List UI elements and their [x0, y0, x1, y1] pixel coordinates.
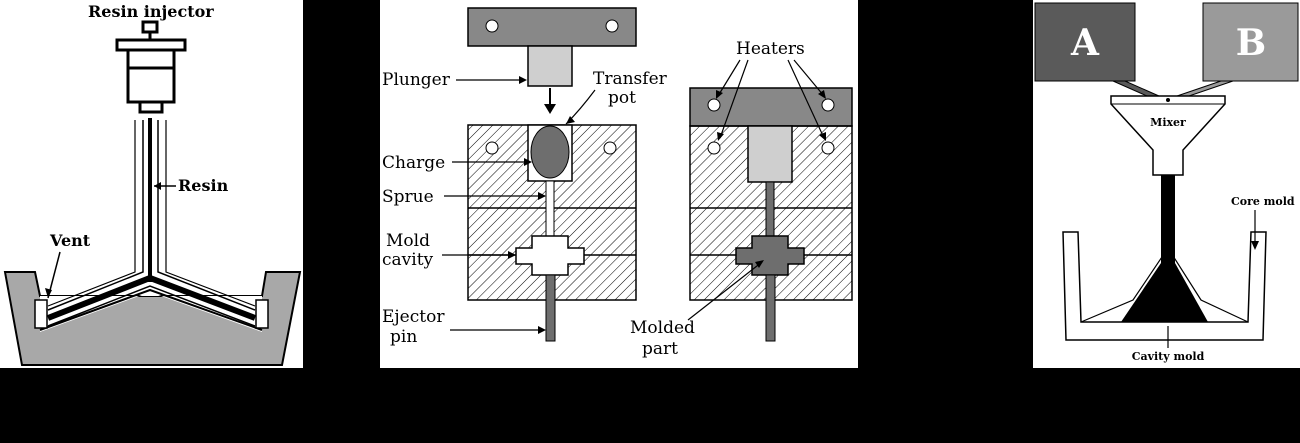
label-cavity-mold: Cavity mold: [1132, 350, 1205, 363]
component-b-block: [1202, 2, 1299, 82]
label-mold-2: cavity: [382, 250, 434, 270]
charge: [530, 125, 570, 179]
label-mixer: Mixer: [1150, 116, 1186, 129]
mixer-funnel: [1110, 95, 1226, 176]
label-heaters: Heaters: [736, 39, 805, 59]
label-plunger: Plunger: [382, 70, 451, 90]
mix-head-nozzle: [1161, 175, 1175, 263]
rtm-panel: Resin injector Resin Vent: [0, 0, 303, 368]
ejector-pin: [545, 274, 556, 342]
label-sprue: Sprue: [382, 187, 434, 207]
label-ejector-2: pin: [390, 327, 417, 347]
rim-diagram: A B Mixer Core mold Cavity mold: [1034, 2, 1299, 363]
transfer-molding-diagram: Plunger Transfer pot Charge Sprue Mold c…: [382, 7, 853, 359]
transfer-molding-panel: Plunger Transfer pot Charge Sprue Mold c…: [380, 0, 858, 368]
core-mold: [1062, 231, 1267, 341]
label-mold-1: Mold: [386, 231, 430, 251]
label-resin: Resin: [178, 176, 229, 195]
rtm-diagram: Resin injector Resin Vent: [3, 2, 302, 366]
rtm-right-post: [255, 299, 269, 329]
label-vent: Vent: [49, 231, 91, 250]
label-core-mold: Core mold: [1231, 195, 1295, 208]
rtm-syringe-icon: [115, 20, 187, 114]
label-charge: Charge: [382, 153, 445, 173]
label-b: B: [1236, 22, 1266, 64]
mold-cavity: [515, 235, 585, 276]
label-molded-2: part: [642, 339, 678, 359]
label-molded-1: Molded: [630, 318, 695, 338]
molded-part: [735, 235, 805, 276]
label-a: A: [1070, 22, 1100, 64]
label-ejector-1: Ejector: [382, 307, 445, 327]
rim-panel: A B Mixer Core mold Cavity mold: [1033, 0, 1300, 368]
rtm-left-post: [34, 299, 48, 329]
label-transfer-2: pot: [608, 88, 636, 108]
plunger: [527, 45, 573, 87]
rtm-mold-base: [3, 271, 302, 366]
label-resin-injector: Resin injector: [88, 2, 214, 21]
label-transfer-1: Transfer: [593, 69, 668, 89]
plunger-arrow-icon: [544, 104, 556, 114]
cavity-mold-fill: [1121, 263, 1208, 322]
component-a-block: [1034, 2, 1136, 82]
